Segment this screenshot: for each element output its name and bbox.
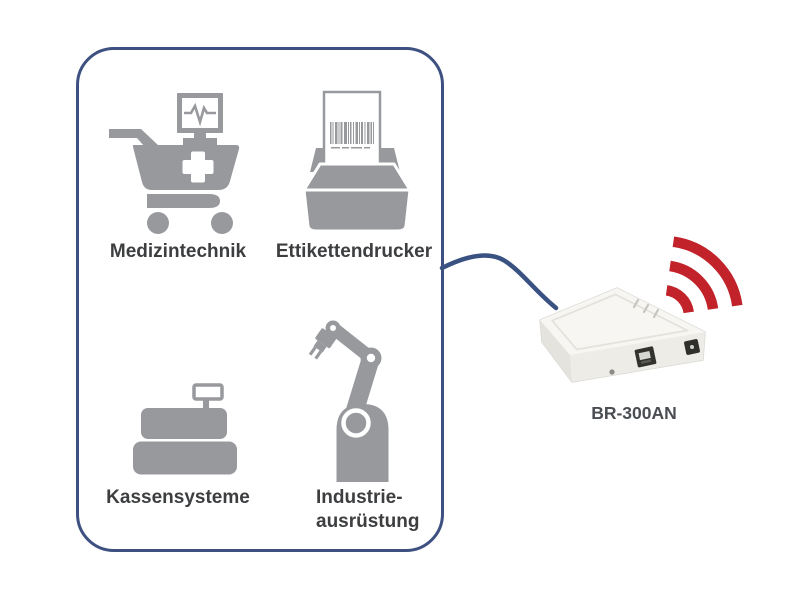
wifi-signal-icon xyxy=(665,236,743,314)
label-printer-icon xyxy=(302,90,412,233)
power-jack xyxy=(684,339,700,355)
barcode xyxy=(330,122,374,149)
cash-register-icon xyxy=(133,383,237,475)
item-label-line1: Industrie- xyxy=(316,487,403,508)
robot-arm-icon xyxy=(308,320,389,482)
item-label-kassensysteme: Kassensysteme xyxy=(106,487,250,508)
reset-button xyxy=(609,369,615,375)
status-leds xyxy=(632,298,660,319)
ethernet-port xyxy=(634,346,657,368)
device-model-label: BR-300AN xyxy=(591,403,677,423)
item-label-industrieausruestung: Industrie- ausrüstung xyxy=(316,486,456,534)
medical-cart-icon xyxy=(109,93,240,234)
item-label-ettikettendrucker: Ettikettendrucker xyxy=(275,241,433,262)
print-server-device xyxy=(539,287,706,383)
robot-gripper xyxy=(308,328,337,360)
item-label-medizintechnik: Medizintechnik xyxy=(109,241,247,262)
item-label-line2: ausrüstung xyxy=(316,511,420,532)
